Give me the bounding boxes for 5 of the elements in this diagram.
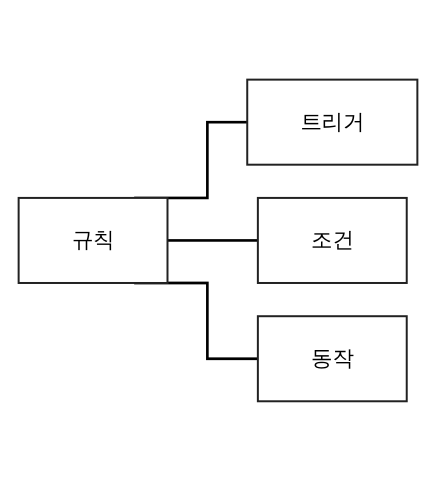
- node-box: 트리거: [246, 78, 418, 166]
- connector: [168, 238, 260, 242]
- node-box: 동작: [256, 314, 408, 402]
- node-box: 규칙: [18, 196, 168, 284]
- node-box: 조건: [256, 196, 408, 284]
